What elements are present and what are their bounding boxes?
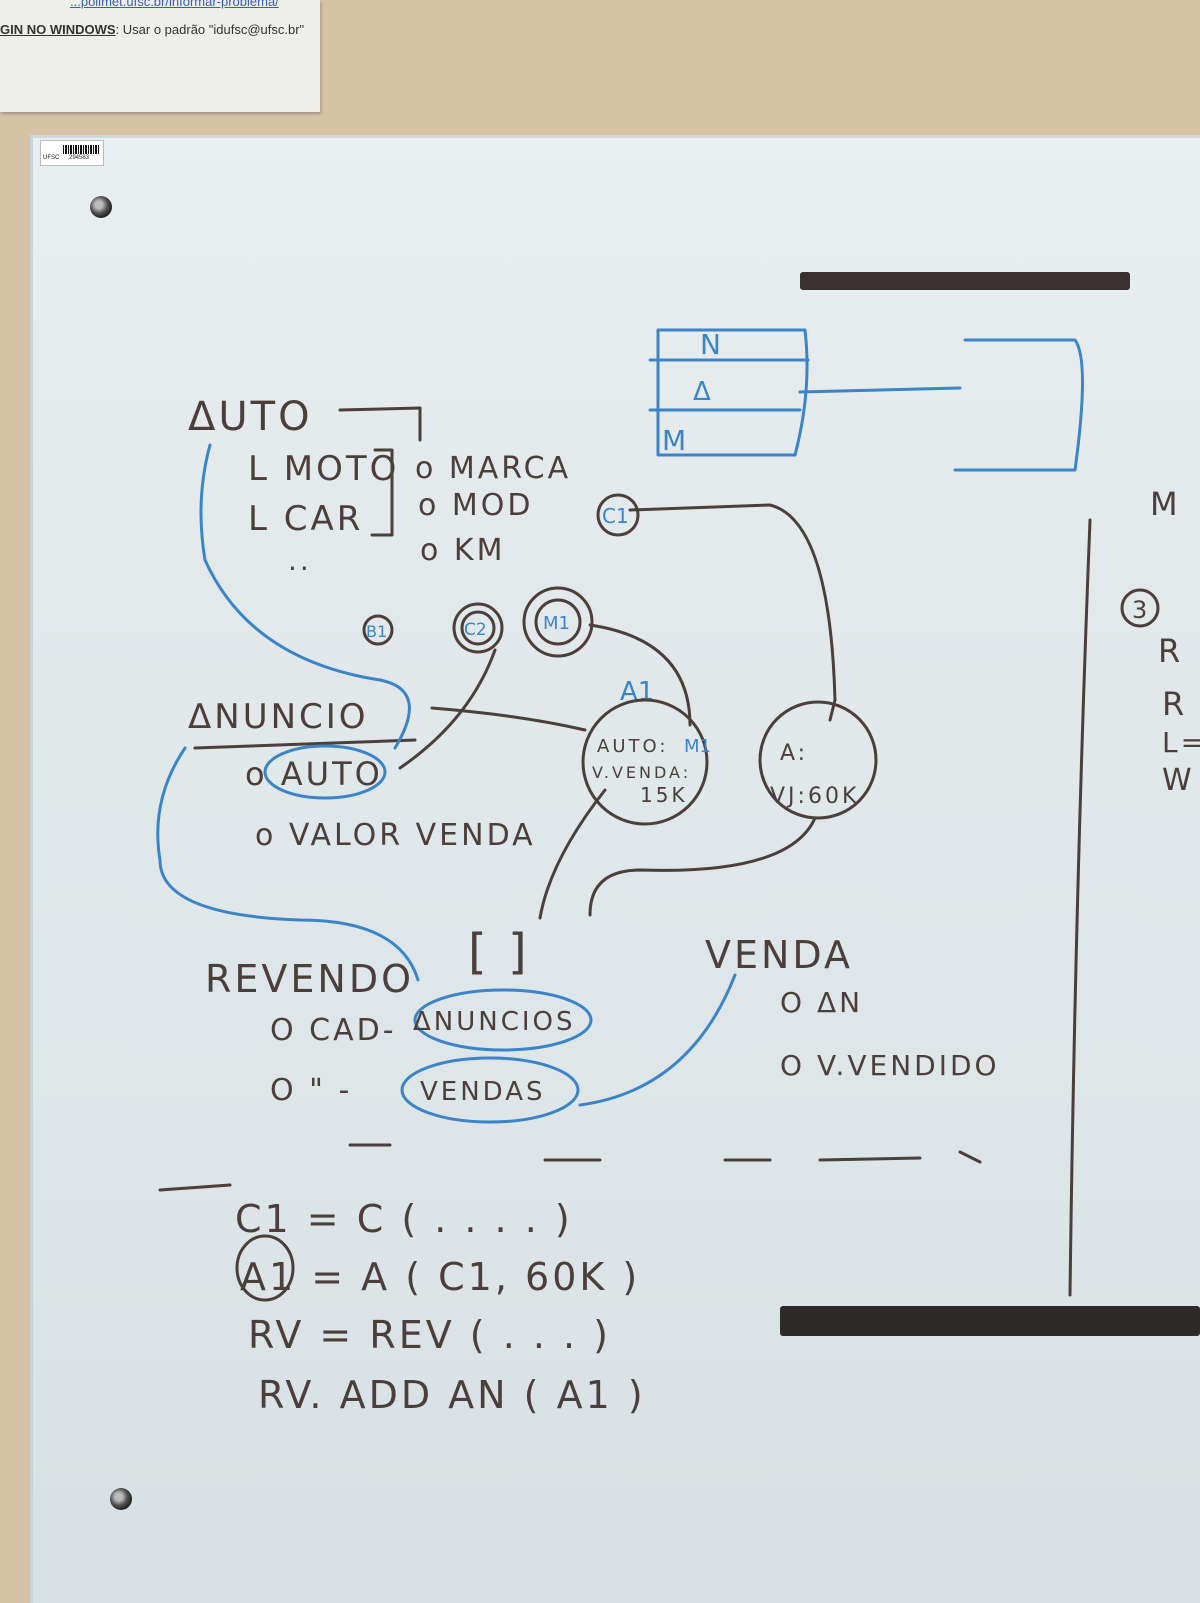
barcode-number: 294583: [69, 155, 90, 161]
array-brackets: [ ]: [468, 924, 530, 980]
mount-screw-top: [90, 196, 112, 218]
right-letter-m: M: [1150, 485, 1181, 523]
notice-login-text: : Usar o padrão "idufsc@ufsc.br": [115, 22, 305, 37]
object-m1: M1: [543, 613, 570, 634]
barcode-org: UFSC: [43, 155, 60, 161]
right-fragment-3: L=: [1162, 726, 1200, 759]
object-c1: C1: [602, 504, 629, 528]
instance-a2: A: VJ:60K: [538, 700, 878, 920]
auto-attr-marca: o MARCA: [415, 451, 571, 486]
anuncio-class: ΔNUNCIO o AUTO o VALOR VENDA: [188, 443, 587, 853]
right-fragment-1: R: [1158, 632, 1183, 670]
anuncio-title: ΔNUNCIO: [188, 697, 369, 737]
asset-barcode-label: UFSC 294583: [40, 140, 104, 166]
instance-a1: A1 AUTO: M1 V.VENDA: 15K: [581, 677, 711, 826]
revendo-class: REVENDO O CAD- O " - ΔNUNCIOS VENDAS: [156, 746, 737, 1124]
class-box-row-a: Δ: [693, 377, 711, 407]
revendo-vendas: VENDAS: [420, 1077, 546, 1107]
venda-attr-an: O ΔN: [780, 986, 863, 1019]
right-fragment-2: R: [1162, 685, 1187, 723]
barcode-bars: [63, 145, 99, 154]
class-box-row-n: N: [700, 328, 721, 361]
code-line-3: RV = REV ( . . . ): [248, 1313, 611, 1357]
subclass-car: L CAR: [248, 499, 363, 539]
right-fragment-4: W: [1162, 763, 1195, 798]
a1-venda-value: 15K: [640, 783, 688, 807]
a2-auto-field: A:: [780, 741, 808, 766]
object-b1: B1: [366, 622, 387, 641]
separator-dashes: [158, 1143, 982, 1192]
class-box-row-m: M: [662, 424, 686, 457]
code-block: C1 = C ( . . . . ) A1 = A ( C1, 60K ) RV…: [235, 1197, 646, 1417]
marker-tray-bottom: [780, 1306, 1200, 1336]
auto-title: ΔUTO: [188, 394, 313, 440]
revendo-anuncios: ΔNUNCIOS: [413, 1007, 576, 1037]
venda-title: VENDA: [705, 933, 853, 977]
auto-class: ΔUTO L MOTO L CAR .. o MARCA o MOD o KM: [188, 394, 571, 577]
paper-notice: ...polimet.ufsc.br/informar-problema/ GI…: [0, 0, 320, 112]
a1-auto-field: AUTO:: [597, 736, 668, 757]
object-c2: C2: [464, 620, 487, 640]
a1-venda-field: V.VENDA:: [592, 763, 691, 782]
code-line-2: A1 = A ( C1, 60K ): [240, 1255, 640, 1299]
anuncio-attr-auto: o AUTO: [245, 755, 383, 793]
subclass-ellipsis: ..: [288, 544, 312, 577]
right-edge-notes: M 3 R R L= W: [1120, 485, 1200, 798]
revendo-attr-ditto: O " -: [270, 1073, 352, 1108]
object-circles: C1 B1 C2 M1: [362, 493, 837, 770]
empty-box: [953, 338, 1084, 472]
a1-auto-ref: M1: [684, 736, 711, 757]
mount-screw-bottom: [110, 1488, 132, 1510]
code-line-4: RV. ADD AN ( A1 ): [258, 1373, 646, 1417]
revendo-attr-cad: O CAD-: [270, 1013, 397, 1048]
right-circled-3: 3: [1132, 596, 1150, 624]
auto-attr-mod: o MOD: [418, 488, 534, 523]
subclass-moto: L MOTO: [248, 449, 399, 489]
anuncio-attr-valor-venda: o VALOR VENDA: [255, 818, 536, 853]
venda-class: VENDA O ΔN O V.VENDIDO: [705, 933, 1000, 1082]
code-line-1: C1 = C ( . . . . ): [235, 1197, 573, 1241]
revendo-title: REVENDO: [205, 957, 414, 1001]
venda-attr-v-vendido: O V.VENDIDO: [780, 1049, 1000, 1082]
auto-attr-km: o KM: [420, 533, 505, 568]
whiteboard: [30, 135, 1200, 1603]
notice-url: ...polimet.ufsc.br/informar-problema/: [70, 0, 279, 9]
a2-venda-field: VJ:60K: [770, 784, 859, 809]
right-divider-line: [1068, 518, 1092, 1297]
marker-tray-top: [800, 272, 1130, 290]
class-box-diagram: N Δ M: [648, 328, 1084, 472]
notice-login-label: GIN NO WINDOWS: [0, 22, 116, 37]
notice-login: GIN NO WINDOWS: Usar o padrão "idufsc@uf…: [0, 22, 304, 37]
